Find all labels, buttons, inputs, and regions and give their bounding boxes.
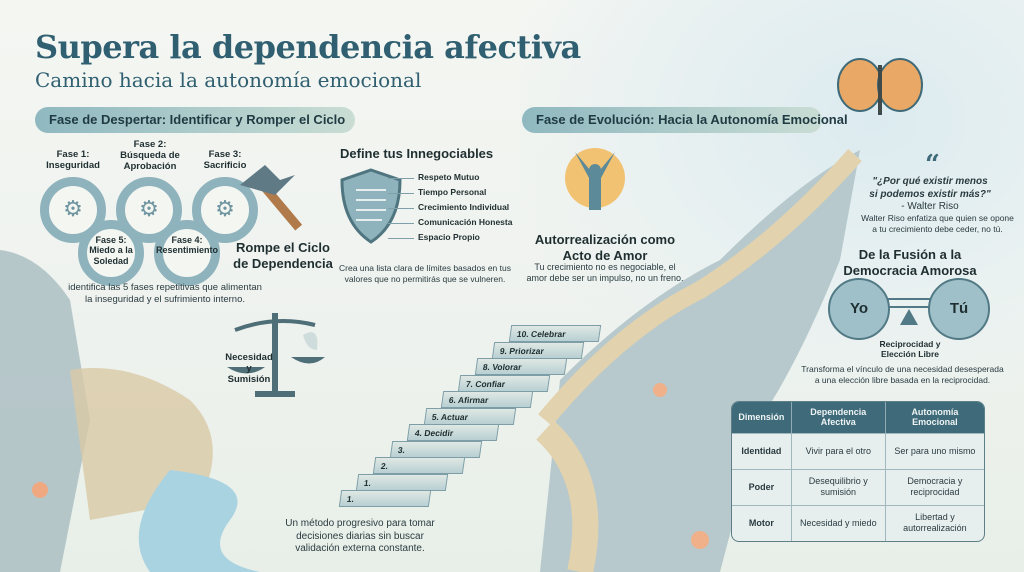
table-header: Dependencia Afectiva (791, 402, 886, 433)
cycle-ring-4 (154, 220, 220, 286)
phase-2-label: Fase 2: Búsqueda de Aprobación (120, 139, 180, 172)
table-cell: Ser para uno mismo (885, 432, 984, 469)
sun-person-icon (565, 148, 625, 210)
cycle-caption: identifica las 5 fases repetitivas que a… (68, 282, 262, 305)
hammer-icon (240, 165, 303, 231)
page-title: Supera la dependencia afectiva (35, 28, 581, 66)
bridge-pivot-icon (888, 298, 930, 325)
stair-step: 10. Celebrar (508, 325, 602, 342)
nonnegotiable-item: Respeto Mutuo (387, 172, 480, 182)
reciprocity-label: Reciprocidad y Elección Libre (879, 339, 941, 359)
break-cycle-title: Rompe el Ciclo de Dependencia (233, 240, 333, 271)
stair-step: 5. Actuar (423, 407, 517, 425)
self-realization-text: Tu crecimiento no es negociable, el amor… (526, 262, 684, 284)
section-pill-awakening: Fase de Despertar: Identificar y Romper … (35, 107, 355, 133)
cycle-ring-5 (78, 220, 144, 286)
stair-step: 1. (338, 490, 432, 507)
section-pill-evolution: Fase de Evolución: Hacia la Autonomía Em… (522, 107, 848, 133)
table-cell: Identidad (732, 432, 792, 469)
table-cell: Motor (732, 504, 792, 541)
nonnegotiable-item: Espacio Propio (388, 232, 480, 242)
gear-icon: ⚙ (63, 196, 83, 221)
phase-5-label: Fase 5: Miedo a la Soledad (89, 235, 133, 266)
fusion-title: De la Fusión a la Democracia Amorosa (843, 247, 977, 278)
table-cell: Democracia y reciprocidad (885, 468, 984, 505)
table-cell: Poder (732, 468, 792, 505)
stair-step: 4. Decidir (406, 424, 500, 441)
table-header: Autonomía Emocional (885, 402, 984, 433)
gear-icon: ⚙ (215, 196, 235, 221)
shield-icon (340, 168, 402, 244)
stair-step: 1. (355, 473, 449, 491)
table-cell: Vivir para el otro (791, 432, 886, 469)
fusion-caption: Transforma el vínculo de una necesidad d… (801, 364, 1004, 385)
scale-label: Necesidad y Sumisión (225, 352, 273, 385)
stair-step: 2. (372, 457, 466, 474)
nonnegotiables-caption: Crea una lista clara de límites basados … (339, 263, 511, 284)
table-cell: Libertad y autorrealización (885, 504, 984, 541)
nonnegotiables-title: Define tus Innegociables (340, 146, 494, 161)
quote-text: "¿Por qué existir menos si podemos exist… (869, 176, 991, 200)
stair-step: 6. Afirmar (440, 391, 534, 408)
stair-step: 9. Priorizar (491, 341, 585, 359)
quote-author: - Walter Riso (901, 201, 959, 212)
tu-circle: Tú (928, 278, 990, 340)
table-cell: Desequilibrio y sumisión (791, 468, 886, 505)
phase-3-label: Fase 3: Sacrificio (203, 149, 247, 171)
gear-icon: ⚙ (139, 196, 159, 221)
self-realization-title: Autorrealización como Acto de Amor (534, 232, 676, 263)
nonnegotiable-item: Tiempo Personal (387, 187, 487, 197)
stair-step: 8. Volorar (474, 358, 568, 375)
page-subtitle: Camino hacia la autonomía emocional (35, 68, 422, 92)
table-header: Dimensión (732, 402, 792, 433)
stairs-caption: Un método progresivo para tomar decision… (285, 518, 435, 554)
comparison-table: Dimensión Dependencia Afectiva Autonomía… (731, 401, 985, 542)
table-cell: Necesidad y miedo (791, 504, 886, 541)
table-header-row: Dimensión Dependencia Afectiva Autonomía… (732, 402, 984, 433)
stair-step: 3. (389, 440, 483, 458)
nonnegotiable-item: Comunicación Honesta (387, 217, 513, 227)
phase-4-label: Fase 4: Resentimiento (155, 235, 218, 256)
quote-mark-icon: “ (925, 150, 940, 180)
yo-circle: Yo (828, 278, 890, 340)
butterfly-icon (837, 58, 923, 115)
quote-note: Walter Riso enfatiza que quien se opone … (861, 213, 1014, 234)
balance-scale-icon (227, 313, 325, 397)
stair-step: 7. Confiar (457, 374, 551, 392)
phase-1-label: Fase 1: Inseguridad (46, 149, 100, 171)
nonnegotiable-item: Crecimiento Individual (387, 202, 510, 212)
